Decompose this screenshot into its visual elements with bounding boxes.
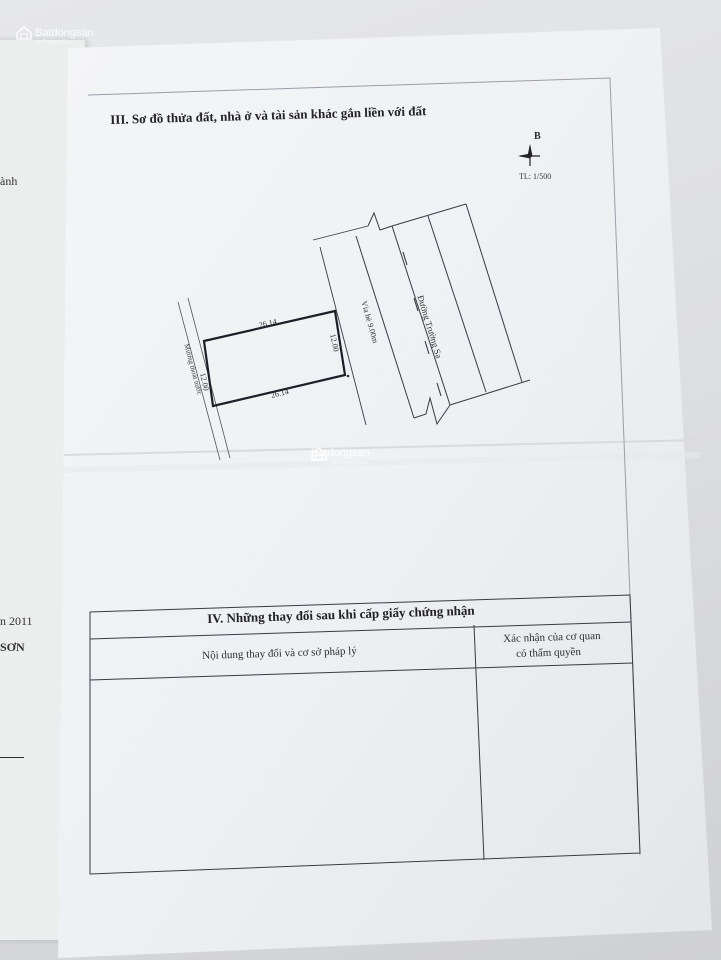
road-lines (312, 203, 531, 426)
scale-label: TL: 1/500 (519, 172, 552, 181)
watermark-brand: Batdongsan (35, 27, 94, 39)
fold-shadow (61, 452, 701, 473)
left-page-text-2: n 2011 (0, 614, 33, 628)
land-parcel (202, 309, 347, 408)
watermark-sub: by PropertyGuru (331, 460, 368, 466)
fold-line (63, 439, 701, 456)
north-arrow-icon (518, 144, 540, 166)
north-label: B (534, 131, 541, 142)
watermark-center: Batdongsan by PropertyGuru (311, 447, 370, 466)
watermark-sub: by PropertyGuru (36, 39, 73, 45)
watermark-top: Batdongsan by PropertyGuru (16, 26, 94, 45)
left-page-rule (0, 757, 24, 758)
house-icon (16, 26, 32, 40)
changes-table (89, 594, 641, 875)
paper-sheet (58, 28, 712, 958)
left-page-text-1: ành (0, 174, 18, 188)
column-confirm-header-line2: có thẩm quyền (516, 645, 582, 660)
parcel-corner-mark (346, 374, 350, 378)
house-icon (311, 447, 327, 461)
left-page-text-3: SƠN (0, 640, 25, 654)
